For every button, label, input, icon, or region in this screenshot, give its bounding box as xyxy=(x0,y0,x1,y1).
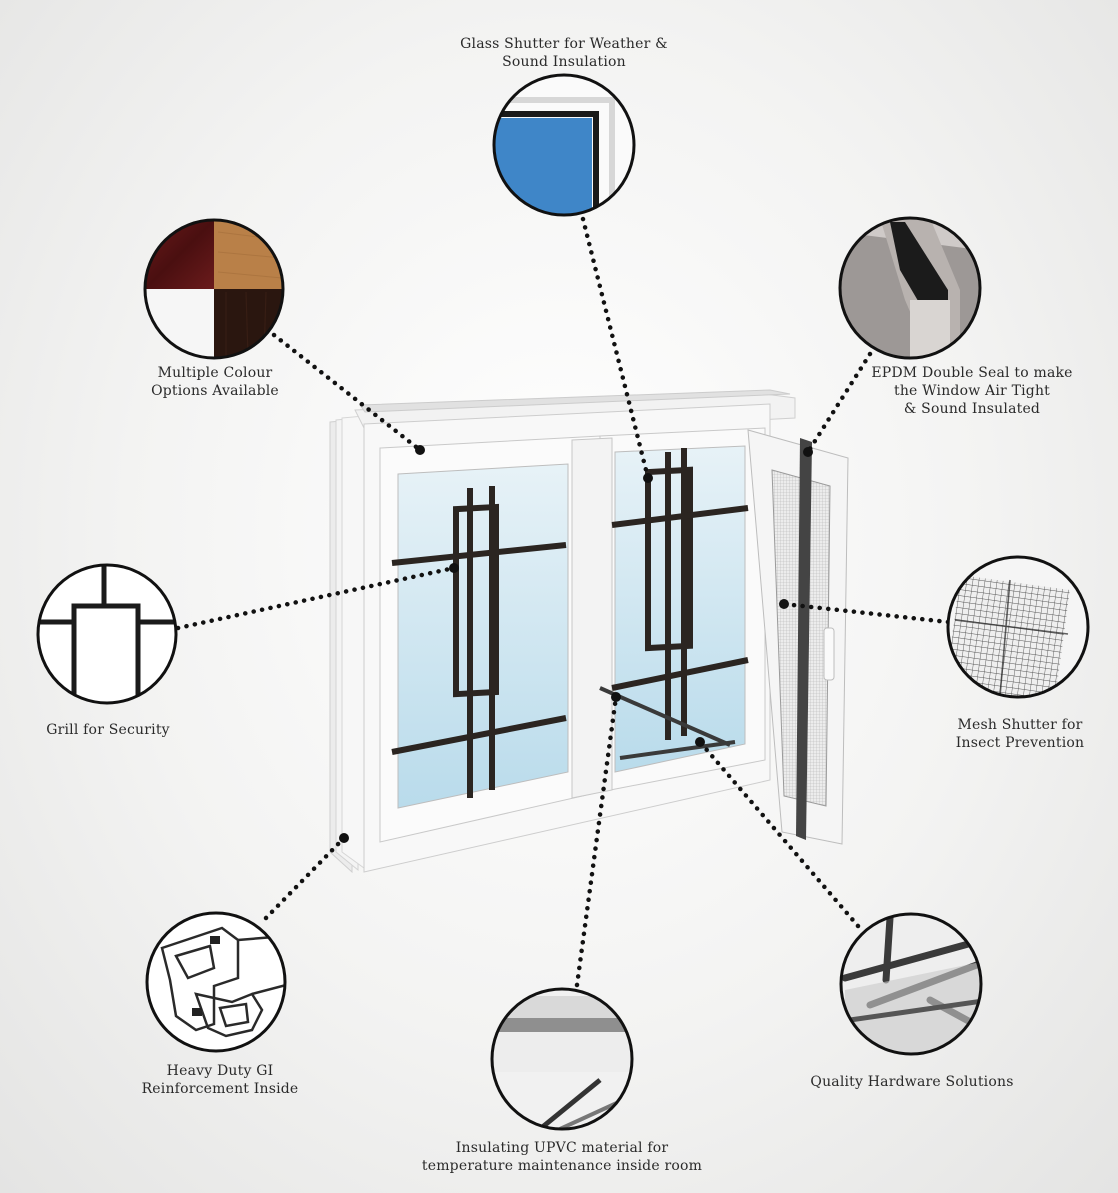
leader-lines xyxy=(175,216,951,988)
frame-layer xyxy=(341,415,365,869)
label-mesh-shutter: Mesh Shutter for Insect Prevention xyxy=(955,717,1085,751)
leader-gi xyxy=(263,835,347,921)
leader-mesh xyxy=(781,601,951,625)
leader-colour xyxy=(271,332,423,453)
label-gi-reinforcement: Heavy Duty GI Reinforcement Inside xyxy=(141,1063,299,1097)
callout-glass-shutter xyxy=(492,73,636,217)
leader-end-dots xyxy=(339,445,813,843)
leader-seal xyxy=(805,351,873,455)
grill-right xyxy=(611,448,749,740)
seal-edge xyxy=(796,438,812,840)
leader-glass xyxy=(580,216,651,481)
label-epdm-seal: EPDM Double Seal to make the Window Air … xyxy=(871,365,1073,417)
callout-upvc-material xyxy=(490,987,634,1131)
centre-mullion xyxy=(571,437,613,799)
callout-hardware xyxy=(839,912,983,1056)
label-hardware: Quality Hardware Solutions xyxy=(810,1074,1014,1090)
upvc-window xyxy=(329,389,849,874)
leader-hardware xyxy=(697,739,861,929)
label-grill: Grill for Security xyxy=(46,722,170,738)
callout-epdm-seal xyxy=(838,216,982,360)
mesh-handle xyxy=(823,627,835,681)
grill-left xyxy=(391,486,567,798)
callout-mesh-shutter xyxy=(946,555,1090,699)
hardware-stay xyxy=(599,686,736,760)
leader-upvc xyxy=(574,694,619,988)
callout-colour-options xyxy=(143,218,285,360)
callout-grill xyxy=(36,563,178,705)
label-glass-shutter: Glass Shutter for Weather & Sound Insula… xyxy=(460,36,668,70)
left-glass xyxy=(397,463,569,809)
frame-top-stripe xyxy=(359,389,791,413)
callout-gi-reinforcement xyxy=(145,911,287,1053)
label-colour-options: Multiple Colour Options Available xyxy=(151,365,279,399)
label-upvc-material: Insulating UPVC material for temperature… xyxy=(421,1140,703,1174)
